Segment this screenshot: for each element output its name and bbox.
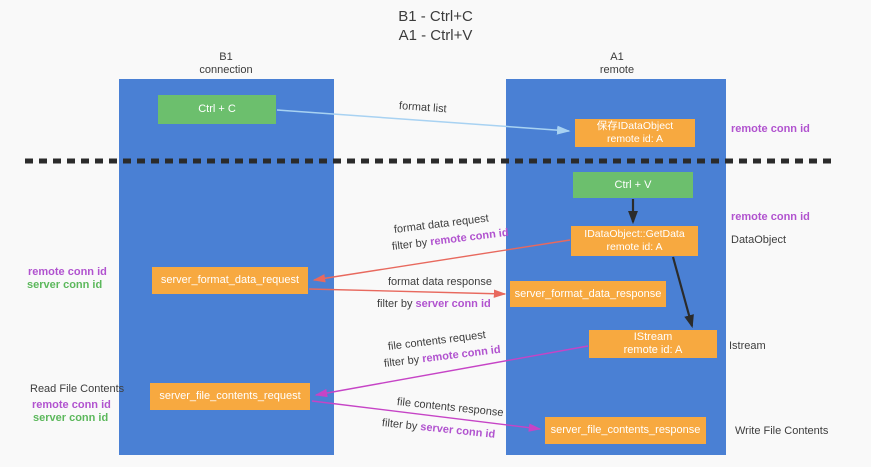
diagram-title-line2: A1 - Ctrl+V: [398, 27, 473, 44]
istream-line2: remote id: A: [623, 344, 683, 356]
format-data-response-label: format data response: [388, 276, 492, 288]
save-idataobject-line2: remote id: A: [606, 133, 664, 145]
server-conn-id-key-text: server conn id: [415, 298, 491, 310]
lifeline-right-role: remote: [599, 64, 635, 76]
diagram-title: B1 - Ctrl+C A1 - Ctrl+V: [0, 7, 871, 45]
lifeline-left-name: B1: [219, 51, 233, 63]
left-remote-conn-id-bottom-label: remote conn id: [32, 399, 111, 411]
server-file-contents-request-box: server_file_contents_request: [150, 383, 310, 410]
ctrl-c-box: Ctrl + C: [158, 95, 276, 124]
filter-by-server-conn-id-label-format: filter by server conn id: [377, 298, 491, 310]
istream-line1: IStream: [633, 331, 673, 343]
server-format-data-response-label: server_format_data_response: [514, 287, 662, 300]
left-server-conn-id-top-label: server conn id: [27, 279, 103, 291]
filter-prefix-text: filter by: [383, 353, 420, 370]
filter-by-server-conn-id-label-file: filter by server conn id: [381, 417, 495, 441]
left-read-file-contents-label: Read File Contents: [30, 383, 125, 395]
left-server-conn-id-bottom-label: server conn id: [33, 412, 109, 424]
istream-box: IStream remote id: A: [589, 330, 717, 358]
save-idataobject-line1: 保存IDataObject: [596, 120, 674, 132]
format-list-label: format list: [398, 100, 447, 116]
server-format-data-request-label: server_format_data_request: [160, 274, 300, 286]
server-format-data-request-box: server_format_data_request: [152, 267, 308, 294]
filter-prefix-text: filter by: [377, 298, 413, 310]
server-format-data-response-box: server_format_data_response: [510, 281, 666, 307]
lifeline-right-name: A1: [610, 51, 624, 63]
ctrl-c-label: Ctrl + C: [198, 103, 236, 115]
save-idataobject-box: 保存IDataObject remote id: A: [575, 119, 695, 147]
ctrl-v-label: Ctrl + V: [614, 178, 652, 191]
right-istream-label: Istream: [729, 340, 766, 352]
filter-prefix-text: filter by: [391, 236, 428, 253]
getdata-box: IDataObject::GetData remote id: A: [571, 226, 698, 256]
server-file-contents-response-label: server_file_contents_response: [550, 424, 701, 436]
lifeline-left-role: connection: [199, 64, 253, 76]
lifeline-label-left: B1 connection: [166, 51, 286, 77]
server-file-contents-request-label: server_file_contents_request: [159, 390, 301, 402]
lifeline-label-right: A1 remote: [557, 51, 677, 77]
server-file-contents-response-box: server_file_contents_response: [545, 417, 706, 444]
server-conn-id-key-text: server conn id: [419, 421, 496, 441]
right-remote-conn-id-top-label: remote conn id: [731, 123, 810, 135]
diagram-title-line1: B1 - Ctrl+C: [398, 8, 473, 25]
getdata-line1: IDataObject::GetData: [584, 228, 685, 240]
file-contents-response-label: file contents response: [396, 396, 505, 420]
right-dataobject-label: DataObject: [731, 234, 787, 246]
format-data-response-arrow: [308, 288, 507, 298]
right-remote-conn-id-mid-label: remote conn id: [731, 211, 810, 223]
filter-prefix-text: filter by: [381, 417, 418, 433]
getdata-line2: remote id: A: [606, 241, 663, 253]
right-write-file-contents-label: Write File Contents: [735, 425, 829, 437]
ctrl-v-box: Ctrl + V: [573, 172, 693, 198]
left-remote-conn-id-top-label: remote conn id: [28, 266, 107, 278]
